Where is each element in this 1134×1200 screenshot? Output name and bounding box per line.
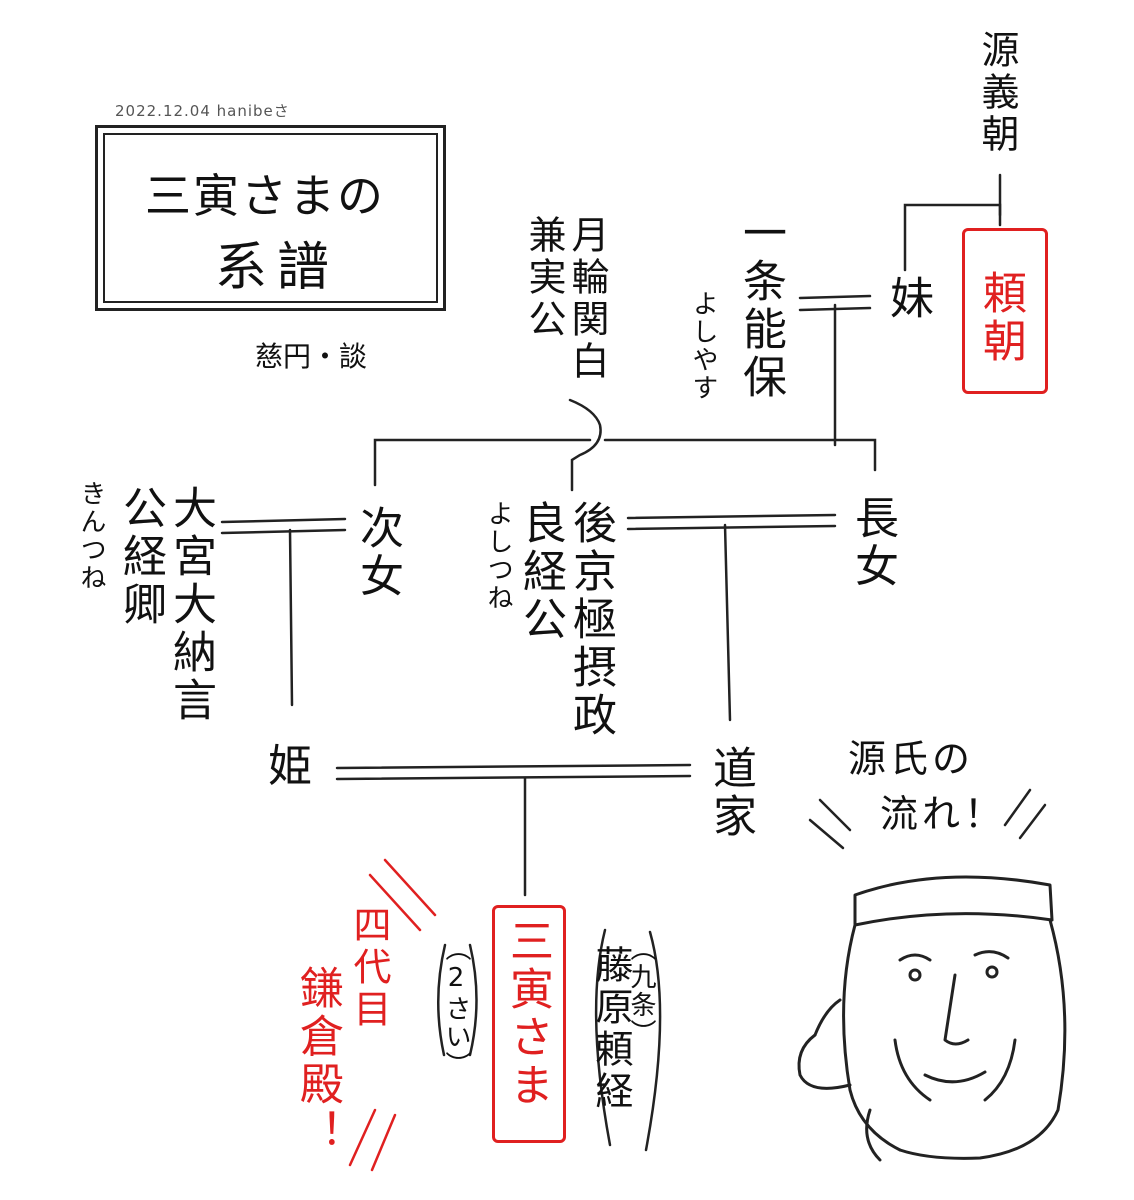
person-imouto: 妹 bbox=[882, 275, 933, 323]
person-minamoto-yoshitomo: 源義朝 bbox=[975, 30, 1019, 156]
person-kanezane-line-1: 月輪関白 bbox=[565, 215, 609, 383]
person-yoritomo: 頼朝 bbox=[975, 270, 1026, 366]
marriage-yoshitsune-choujo-a bbox=[626, 513, 837, 520]
marriage-kintsune-jijo-b bbox=[220, 528, 347, 535]
credit: 慈円・談 bbox=[255, 340, 368, 373]
face-illustration bbox=[797, 875, 1067, 1162]
mitora-highlight-box bbox=[492, 905, 566, 1143]
marriage-hime-michiie-a bbox=[335, 763, 692, 770]
marriage-yoshitsune-choujo-b bbox=[626, 524, 837, 531]
paren-yoritsune-open bbox=[594, 928, 612, 1147]
reading-yoshitsune: よしつね bbox=[483, 500, 513, 612]
line-daughters-bar-left bbox=[373, 438, 592, 487]
person-kintsune-line-1: 大宮大納言 bbox=[165, 485, 216, 725]
mitora-age: （2さい） bbox=[441, 935, 471, 1079]
yoritomo-highlight-box bbox=[962, 228, 1048, 394]
line-jijo-descent bbox=[288, 528, 294, 707]
reading-kintsune: きんつね bbox=[76, 480, 106, 592]
title-box bbox=[95, 125, 446, 311]
person-yoshitsune-line-2: 良経公 bbox=[515, 500, 566, 644]
line-yoshitomo-children bbox=[903, 203, 1002, 272]
emphasis-genji-left-b bbox=[808, 818, 845, 850]
person-hime: 姫 bbox=[268, 741, 316, 792]
person-jijo: 次女 bbox=[352, 505, 403, 601]
emphasis-kamakura-b bbox=[383, 858, 437, 917]
paren-yoritsune-close bbox=[644, 930, 662, 1152]
person-mitora: 三寅さま bbox=[502, 918, 553, 1110]
date-author-note: 2022.12.04 hanibeさ bbox=[115, 102, 290, 120]
marriage-hime-michiie-b bbox=[335, 774, 692, 781]
person-choujo: 長女 bbox=[847, 495, 898, 591]
person-kintsune-line-2: 公経卿 bbox=[115, 485, 166, 629]
line-choujo-descent bbox=[723, 523, 732, 722]
person-ichijo-yoshiyasu: 一条能保 bbox=[735, 210, 786, 402]
title-line-2: 系譜 bbox=[215, 238, 340, 298]
person-kanezane-line-2: 兼実公 bbox=[522, 215, 566, 341]
reading-yoshiyasu: よしやす bbox=[688, 290, 718, 402]
person-fujiwara-yoritsune: 藤原頼経 bbox=[589, 945, 633, 1113]
paren-age-open bbox=[437, 943, 447, 1057]
note-shidaime: 四代目 bbox=[347, 905, 391, 1031]
emphasis-kamakura-a bbox=[368, 873, 422, 932]
title-line-1: 三寅さまの bbox=[145, 169, 385, 223]
emphasis-genji-right-b bbox=[1018, 803, 1047, 840]
emphasis-kamakura-d bbox=[370, 1113, 397, 1172]
emphasis-genji-left-a bbox=[818, 798, 852, 832]
line-kanezane-down bbox=[568, 398, 602, 492]
note-kamakuradono: 鎌倉殿！ bbox=[292, 965, 343, 1157]
marriage-ichijo-imouto-a bbox=[798, 294, 872, 300]
kujo-note: （九条） bbox=[626, 935, 656, 1047]
emphasis-genji-right-a bbox=[1003, 788, 1032, 827]
comment-genji-line-2: 流れ！ bbox=[880, 792, 1007, 836]
marriage-kintsune-jijo-a bbox=[220, 517, 347, 524]
emphasis-kamakura-c bbox=[348, 1108, 377, 1167]
line-daughters-bar-right bbox=[603, 438, 877, 472]
person-yoshitsune-line-1: 後京極摂政 bbox=[565, 500, 616, 740]
comment-genji-line-1: 源氏の bbox=[848, 737, 975, 781]
paren-age-close bbox=[468, 943, 478, 1057]
person-michiie: 道家 bbox=[705, 745, 756, 841]
